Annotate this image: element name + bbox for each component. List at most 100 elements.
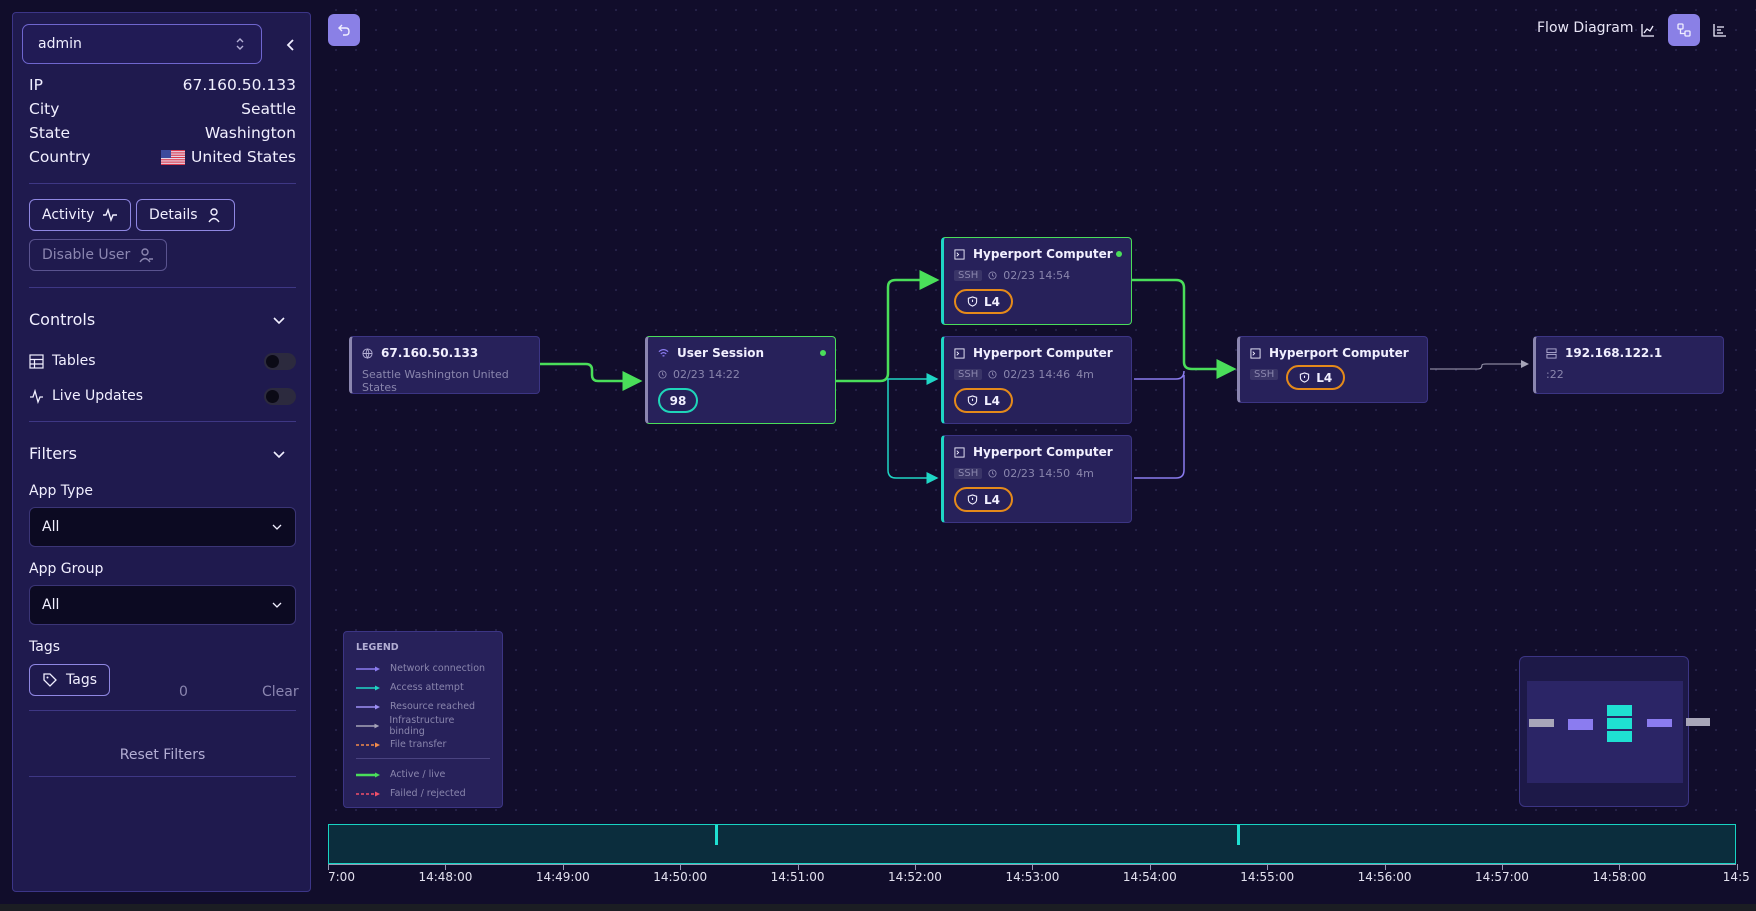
- hp1-title: Hyperport Computer: [973, 247, 1113, 261]
- live-updates-toggle[interactable]: [264, 387, 296, 405]
- shield-icon: [967, 494, 978, 505]
- collapse-sidebar-icon[interactable]: [281, 35, 301, 55]
- timeline-tick-label: 14:51:00: [770, 870, 825, 884]
- details-button-label: Details: [149, 207, 198, 223]
- tables-control: Tables: [29, 351, 296, 371]
- hyperport-node-2[interactable]: Hyperport Computer SSH 02/23 14:46 4m L4: [941, 336, 1132, 424]
- tags-button[interactable]: Tags: [29, 664, 110, 696]
- minimap-node: [1568, 719, 1593, 730]
- app-type-select[interactable]: All: [29, 507, 296, 547]
- back-button[interactable]: [328, 14, 360, 46]
- divider: [29, 710, 296, 711]
- user-selector[interactable]: admin: [22, 24, 262, 64]
- minimap-viewport[interactable]: [1527, 681, 1683, 783]
- timeline-tick-label: 14:58:00: [1592, 870, 1647, 884]
- info-row-ip: IP 67.160.50.133: [29, 73, 296, 97]
- info-value: United States: [191, 148, 296, 166]
- timeline-track[interactable]: [328, 824, 1736, 864]
- legend-item: Infrastructure binding: [356, 715, 490, 737]
- tags-count: 0: [179, 684, 188, 700]
- risk-score-badge: 98: [658, 388, 698, 413]
- app-type-value: All: [42, 519, 60, 535]
- legend-item: Access attempt: [356, 678, 490, 697]
- minimap[interactable]: [1519, 656, 1689, 807]
- shield-icon: [967, 296, 978, 307]
- timeline-tick-label: 14:54:00: [1122, 870, 1177, 884]
- level-badge: L4: [954, 289, 1013, 314]
- sidebar: admin IP 67.160.50.133 City Seattle Stat…: [12, 12, 311, 892]
- info-value-wrap: United States: [161, 148, 296, 166]
- disable-user-label: Disable User: [42, 247, 131, 263]
- info-row-state: State Washington: [29, 121, 296, 145]
- terminal-icon: [1250, 347, 1261, 359]
- legend-item: Active / live: [356, 765, 490, 784]
- protocol-chip: SSH: [954, 270, 983, 281]
- timeline-event-marker[interactable]: [1237, 825, 1240, 845]
- filters-chevron-down-icon[interactable]: [271, 446, 287, 462]
- controls-title: Controls: [29, 310, 96, 329]
- view-mode-label: Flow Diagram: [1537, 20, 1634, 36]
- tags-label: Tags: [29, 639, 60, 655]
- timeline-tick: [562, 864, 564, 870]
- protocol-chip: SSH: [954, 468, 983, 479]
- ip-node[interactable]: 67.160.50.133 Seattle Washington United …: [349, 336, 540, 394]
- user-session-node[interactable]: User Session 02/23 14:22 98: [645, 336, 836, 424]
- details-button[interactable]: Details: [136, 199, 235, 231]
- legend-swatch: [356, 666, 380, 671]
- app-group-select[interactable]: All: [29, 585, 296, 625]
- activity-button-label: Activity: [42, 207, 95, 223]
- hyperport-node-4[interactable]: Hyperport Computer SSH L4: [1237, 336, 1428, 403]
- app-type-label: App Type: [29, 483, 93, 499]
- controls-chevron-down-icon[interactable]: [271, 312, 287, 328]
- divider: [29, 776, 296, 777]
- terminal-icon: [954, 248, 965, 260]
- timeline-event-marker[interactable]: [715, 825, 718, 845]
- tables-toggle[interactable]: [264, 352, 296, 370]
- divider: [29, 183, 296, 184]
- activity-button[interactable]: Activity: [29, 199, 132, 231]
- hp3-time: 02/23 14:50: [1003, 467, 1071, 480]
- tables-label: Tables: [52, 353, 96, 369]
- timeline-tick: [1384, 864, 1386, 870]
- timeline-tick-label: 14:48:00: [418, 870, 473, 884]
- info-value: Washington: [204, 124, 296, 142]
- hp4-title: Hyperport Computer: [1269, 346, 1409, 360]
- divider: [29, 287, 296, 288]
- disable-user-button[interactable]: Disable User: [29, 239, 168, 271]
- chart-view-icon[interactable]: [1632, 14, 1664, 46]
- timeline-view-icon[interactable]: [1704, 14, 1736, 46]
- timeline-tick: [680, 864, 682, 870]
- timeline-tick-label: 14:56:00: [1357, 870, 1412, 884]
- level-badge: L4: [954, 388, 1013, 413]
- legend-swatch: [356, 704, 380, 709]
- protocol-chip: SSH: [954, 369, 983, 380]
- app-group-label: App Group: [29, 561, 104, 577]
- hyperport-node-1[interactable]: Hyperport Computer SSH 02/23 14:54 L4: [941, 237, 1132, 325]
- tag-icon: [43, 673, 57, 687]
- info-label: IP: [29, 76, 43, 94]
- undo-arrow-icon: [338, 24, 350, 36]
- info-label: City: [29, 100, 60, 118]
- target-port: :22: [1546, 368, 1564, 381]
- reset-filters-button[interactable]: Reset Filters: [119, 747, 206, 763]
- legend-swatch: [356, 791, 380, 796]
- clear-tags-link[interactable]: Clear: [262, 684, 299, 700]
- level-badge: L4: [1286, 365, 1346, 390]
- area-chart-icon: [1641, 24, 1654, 37]
- target-host-node[interactable]: 192.168.122.1 :22: [1533, 336, 1724, 394]
- legend-item: File transfer: [356, 735, 490, 754]
- live-updates-label: Live Updates: [52, 388, 144, 404]
- pulse-icon: [30, 388, 43, 404]
- user-icon: [207, 208, 220, 223]
- legend-swatch: [356, 772, 380, 777]
- minimap-node: [1607, 718, 1632, 729]
- timeline-tick-label: 14:52:00: [888, 870, 942, 884]
- chevron-down-icon: [272, 602, 282, 608]
- minimap-node: [1607, 731, 1632, 742]
- legend-label: Active / live: [390, 769, 446, 780]
- workflow-icon: [1677, 23, 1691, 37]
- flow-view-icon[interactable]: [1668, 14, 1700, 46]
- target-title: 192.168.122.1: [1565, 346, 1663, 360]
- hyperport-node-3[interactable]: Hyperport Computer SSH 02/23 14:50 4m L4: [941, 435, 1132, 523]
